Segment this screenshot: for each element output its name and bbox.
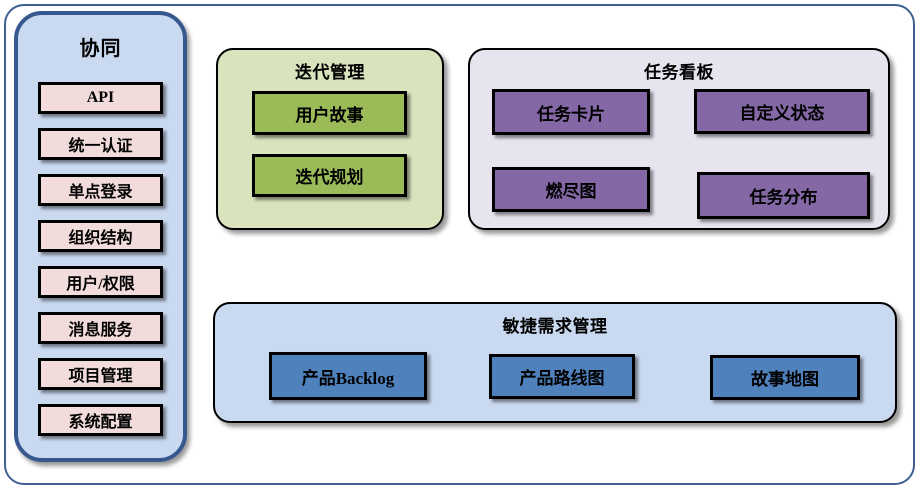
collaboration-panel: 协同 API 统一认证 单点登录 组织结构 用户/权限 消息服务 项目管理 系统… [14,11,187,462]
card-custom-status: 自定义状态 [694,89,870,134]
card-iteration-plan: 迭代规划 [252,154,407,197]
card-burndown-chart: 燃尽图 [492,167,650,212]
sidebar-item-api: API [38,82,163,114]
card-user-story: 用户故事 [252,91,407,135]
card-task-distribution: 任务分布 [697,172,870,219]
card-story-map: 故事地图 [710,355,860,400]
task-board-title: 任务看板 [644,63,714,82]
iteration-management-title: 迭代管理 [295,63,365,82]
sidebar-item-unified-auth: 统一认证 [38,128,163,160]
sidebar-item-sso: 单点登录 [38,174,163,206]
sidebar-item-system-config: 系统配置 [38,404,163,436]
task-board-group: 任务看板 任务卡片 自定义状态 燃尽图 任务分布 [468,48,890,230]
sidebar-item-user-perms: 用户/权限 [38,266,163,298]
card-product-backlog: 产品Backlog [269,352,427,400]
collaboration-panel-title: 协同 [79,38,122,60]
sidebar-item-org-structure: 组织结构 [38,220,163,252]
iteration-management-group: 迭代管理 用户故事 迭代规划 [216,48,444,230]
sidebar-item-message-service: 消息服务 [38,312,163,344]
agile-requirements-group: 敏捷需求管理 产品Backlog 产品路线图 故事地图 [213,302,897,423]
collaboration-item-list: API 统一认证 单点登录 组织结构 用户/权限 消息服务 项目管理 系统配置 [18,82,183,436]
card-product-roadmap: 产品路线图 [489,354,635,399]
card-task-card: 任务卡片 [492,89,650,135]
sidebar-item-project-mgmt: 项目管理 [38,358,163,390]
agile-requirements-title: 敏捷需求管理 [502,317,608,336]
